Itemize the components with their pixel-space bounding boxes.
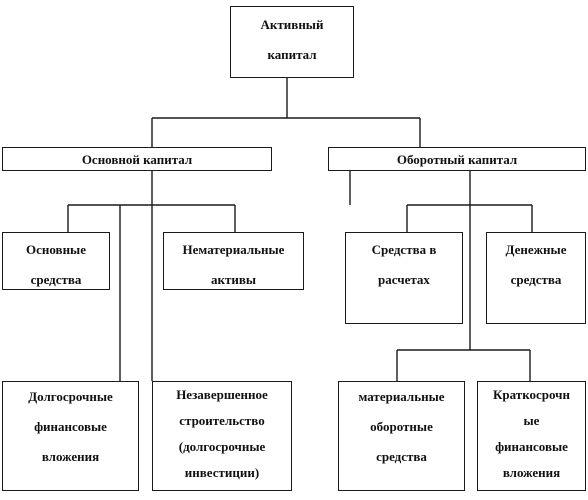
short-term-investments-label: Краткосрочн ые финансовые вложения [492,387,570,480]
construction-in-progress-label: Незавершенное строительство (долгосрочны… [176,387,268,480]
cash-label: Денежные средства [505,242,567,287]
working-capital-label: Оборотный капитал [396,151,518,167]
long-term-investments-node: Долгосрочные финансовые вложения [2,381,139,491]
fixed-capital-label: Основной капитал [81,151,193,167]
construction-in-progress-node: Незавершенное строительство (долгосрочны… [152,381,292,491]
intangible-assets-node: Нематериальные активы [163,232,304,290]
long-term-investments-label: Долгосрочные финансовые вложения [28,389,113,464]
receivables-node: Средства в расчетах [345,232,463,324]
working-capital-node: Оборотный капитал [328,147,586,171]
receivables-label: Средства в расчетах [371,242,437,287]
intangible-assets-label: Нематериальные активы [182,242,285,287]
fixed-assets-node: Основные средства [2,232,110,290]
root-label: Активный капитал [260,17,324,62]
short-term-investments-node: Краткосрочн ые финансовые вложения [477,381,586,491]
fixed-capital-node: Основной капитал [2,147,272,171]
cash-node: Денежные средства [486,232,586,324]
material-current-assets-label: материальные оборотные средства [358,389,445,464]
fixed-assets-label: Основные средства [26,242,86,287]
root-node: Активный капитал [230,6,354,78]
material-current-assets-node: материальные оборотные средства [338,381,465,491]
